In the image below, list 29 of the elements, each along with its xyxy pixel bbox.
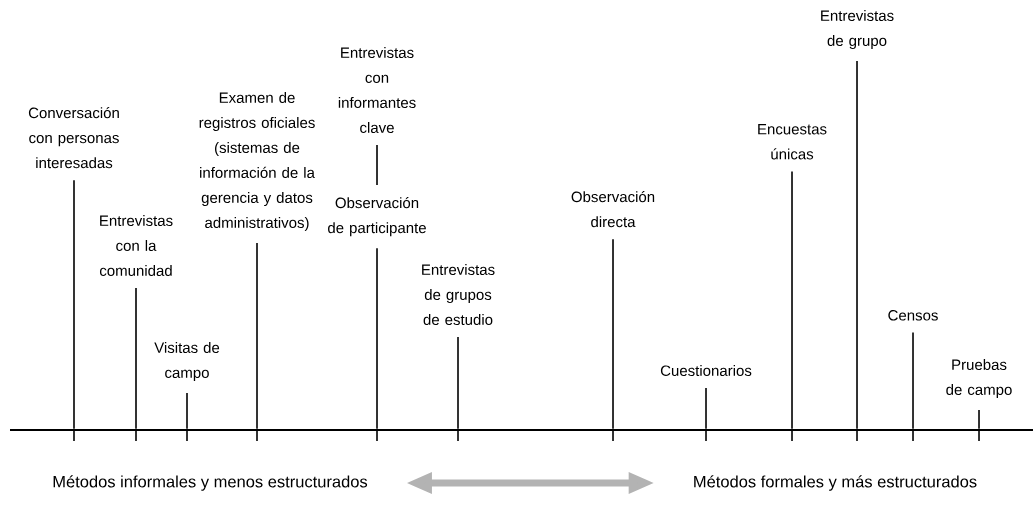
stem-line xyxy=(457,336,459,430)
stem-line xyxy=(186,392,188,430)
method-label: Visitas de campo xyxy=(154,342,220,381)
stem-line xyxy=(791,170,793,430)
method-label: Entrevistas con la comunidad xyxy=(99,215,173,276)
method-label: Entrevistas de grupo xyxy=(821,10,894,49)
stem-line xyxy=(376,144,378,186)
method-label: Entrevistas de grupos de estudio xyxy=(422,264,495,325)
stem-line xyxy=(376,247,378,430)
stem-line xyxy=(135,287,137,430)
method-label: Observación directa xyxy=(571,191,655,228)
axis-line xyxy=(10,429,1033,431)
method-label: Conversación con personas interesadas xyxy=(28,107,119,169)
method-label: Observación de participante xyxy=(328,197,426,237)
stem-line xyxy=(705,387,707,430)
stem-line xyxy=(256,242,258,430)
method-label: Censos xyxy=(888,310,938,321)
stem-line xyxy=(73,179,75,430)
scale-end-label: Métodos formales y más estructurados xyxy=(694,475,977,491)
stem-line xyxy=(856,60,858,430)
method-label: Entrevistas con informantes clave xyxy=(338,47,416,133)
stem-line xyxy=(612,238,614,430)
method-label: Cuestionarios xyxy=(660,365,752,376)
method-label: Examen de registros oficiales (sistemas de información de la gerencia y datos administrativos) xyxy=(199,92,315,231)
scale-end-label: Métodos informales y menos estructurados xyxy=(53,475,368,491)
method-label: Encuestas únicas xyxy=(758,124,827,160)
stem-line xyxy=(978,409,980,430)
method-label: Pruebas de campo xyxy=(946,359,1012,398)
stem-line xyxy=(912,331,914,430)
